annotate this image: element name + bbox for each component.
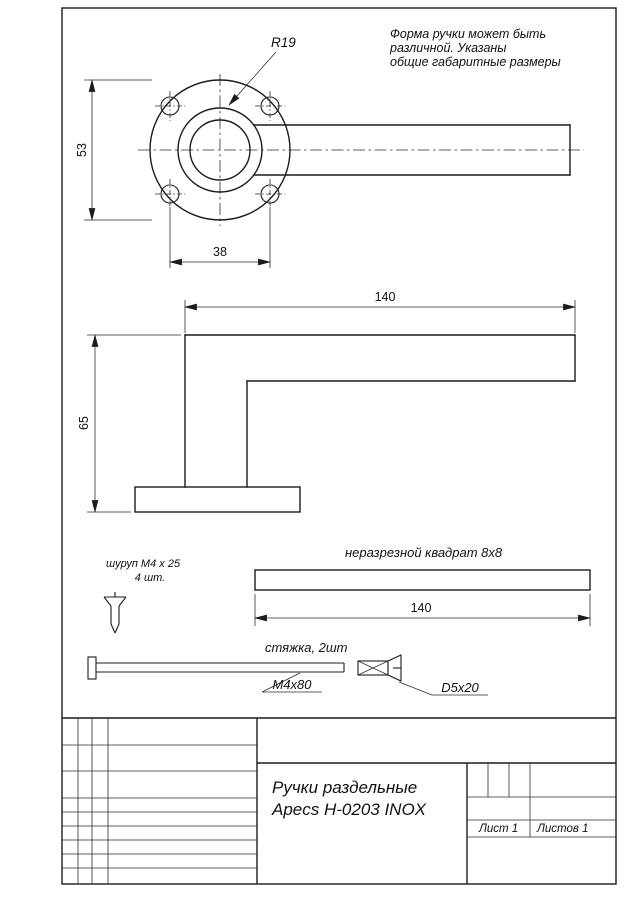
screw-tip-right (114, 623, 120, 634)
screw-drawing (103, 592, 127, 634)
screw-callout: шуруп М4 х 25 4 шт. (103, 558, 181, 634)
square-bar (254, 569, 591, 591)
leader-line (228, 51, 277, 106)
square-name-label: неразрезной квадрат 8х8 (345, 545, 503, 560)
screw-qty-label: 4 шт. (135, 572, 165, 584)
bolt-head (87, 656, 97, 680)
dimension-value: 53 (75, 143, 89, 157)
bolt-label: М4х80 (272, 677, 312, 692)
dimension-65: 65 (77, 333, 181, 514)
screw-hole-top-right (255, 91, 285, 121)
sleeve-label: D5x20 (441, 680, 479, 695)
sleeve-head (387, 654, 402, 682)
radius-label: R19 (271, 35, 296, 50)
rosette-outer-circle (149, 79, 291, 221)
sheets-total-label: Листов 1 (536, 823, 588, 835)
sleeve-drawing (357, 654, 402, 682)
note-line-1: Форма ручки может быть (390, 27, 546, 41)
top-view (138, 74, 584, 226)
dimension-140-top: 140 (183, 290, 577, 333)
screw-hole-bottom-right (255, 179, 285, 209)
collar-outer-circle (177, 107, 263, 193)
dimension-53: 53 (75, 78, 152, 222)
screw-hole-bottom-left (155, 179, 185, 209)
dimension-value: 65 (77, 416, 91, 430)
base-plate (134, 486, 301, 513)
front-view (134, 334, 576, 513)
bolt-leader-line (261, 672, 322, 693)
sheet-number-label: Лист 1 (478, 823, 518, 835)
screw-head-cone-right (118, 596, 127, 607)
tie-bolt-set: стяжка, 2шт М4х80 D5x20 (87, 640, 488, 696)
title-block: Ручки раздельные Apecs H-0203 INOX Лист … (62, 717, 616, 884)
note-line-2: различной. Указаны (389, 41, 507, 55)
dimension-value: 38 (213, 245, 227, 259)
sleeve-hatch (357, 660, 389, 676)
sleeve-leader-line (398, 681, 488, 696)
radius-callout: R19 (228, 35, 296, 106)
screw-name-label: шуруп М4 х 25 (106, 558, 181, 570)
dimension-140-bottom: 140 (253, 594, 592, 626)
dimension-value: 140 (411, 601, 432, 615)
note-line-3: общие габаритные размеры (390, 55, 561, 69)
product-name-line-2: Apecs H-0203 INOX (271, 800, 427, 819)
dimension-value: 140 (375, 290, 396, 304)
collar-inner-circle (189, 119, 251, 181)
dimension-38: 38 (168, 207, 272, 268)
drawing-frame (61, 7, 617, 885)
title-block-left-grid (62, 718, 257, 884)
screw-head-cone-left (103, 596, 112, 607)
product-name-line-1: Ручки раздельные (272, 778, 417, 797)
tie-name-label: стяжка, 2шт (265, 640, 348, 655)
tie-bolt-drawing (87, 656, 345, 680)
title-block-right-grid (467, 763, 616, 838)
screw-hole-top-left (155, 91, 185, 121)
square-spindle: неразрезной квадрат 8х8 140 (253, 545, 592, 626)
screw-tip-left (110, 623, 116, 634)
drawing-note: Форма ручки может быть различной. Указан… (389, 27, 561, 69)
